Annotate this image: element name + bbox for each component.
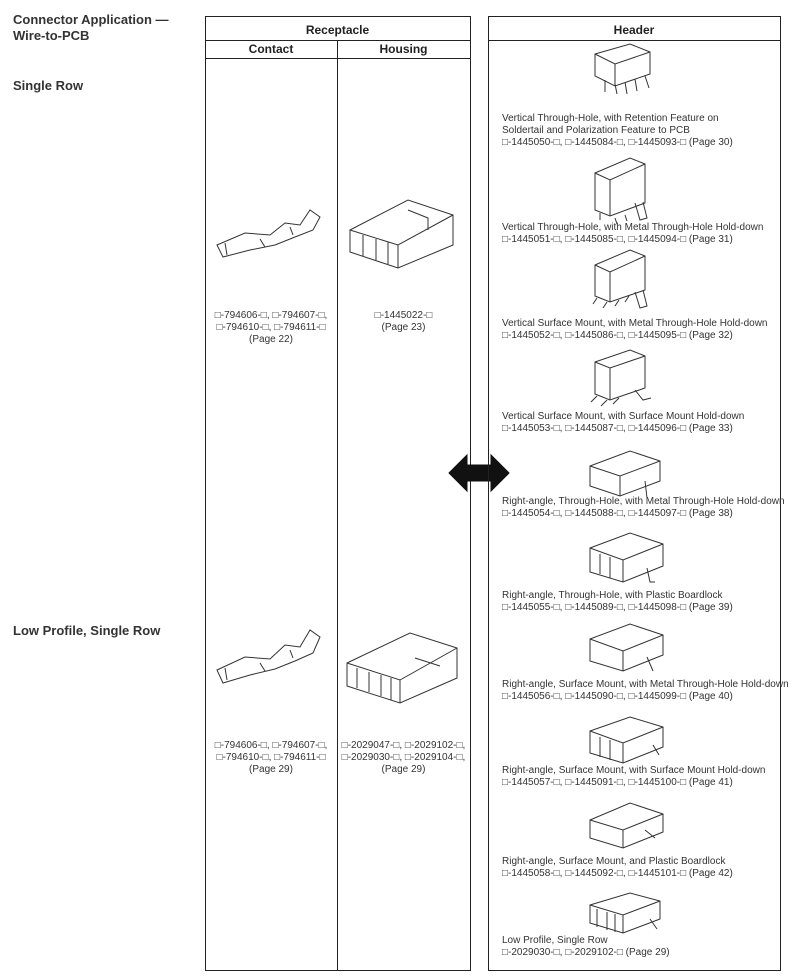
header-item-parts: □-1445057-□, □-1445091-□, □-1445100-□ (P… xyxy=(502,777,733,788)
header-connector-icon xyxy=(589,716,664,764)
header-item: Right-angle, Surface Mount, with Metal T… xyxy=(502,679,789,703)
page-ref: (Page 22) xyxy=(249,334,293,345)
divider xyxy=(488,40,780,41)
row-label-single-row: Single Row xyxy=(13,78,84,93)
page-ref: (Page 29) xyxy=(381,764,426,775)
part-line: □-794610-□, □-794611-□ xyxy=(216,752,326,763)
header-title: Header xyxy=(613,23,655,37)
header-item-description: Right-angle, Surface Mount, and Plastic … xyxy=(502,856,726,867)
low-profile-contact-parts: □-794606-□, □-794607-□,□-794610-□, □-794… xyxy=(205,740,337,776)
header-item-parts: □-1445054-□, □-1445088-□, □-1445097-□ (P… xyxy=(502,508,733,519)
contact-terminal-icon xyxy=(216,209,321,258)
header-item: Low Profile, Single Row□-2029030-□, □-20… xyxy=(502,935,787,959)
part-line: □-794606-□, □-794607-□, xyxy=(214,740,328,751)
header-item-description: Right-angle, Surface Mount, with Surface… xyxy=(502,765,766,776)
header-item-description-cont: Soldertail and Polarization Feature to P… xyxy=(502,125,690,136)
header-item: Vertical Surface Mount, with Surface Mou… xyxy=(502,411,787,435)
section-title-line2: Wire-to-PCB xyxy=(13,28,90,43)
contact-header: Contact xyxy=(248,42,294,56)
header-item-description: Vertical Through-Hole, with Retention Fe… xyxy=(502,113,719,124)
header-item-description: Vertical Surface Mount, with Surface Mou… xyxy=(502,411,745,422)
header-item-description: Vertical Through-Hole, with Metal Throug… xyxy=(502,222,764,233)
receptacle-table xyxy=(205,16,471,971)
section-title-line1: Connector Application — xyxy=(13,12,169,27)
part-line: □-2029047-□, □-2029102-□, xyxy=(341,740,466,751)
header-item: Right-angle, Through-Hole, with Metal Th… xyxy=(502,496,787,520)
header-connector-icon xyxy=(589,892,661,934)
part-line: □-1445022-□ xyxy=(374,310,433,321)
header-item: Vertical Surface Mount, with Metal Throu… xyxy=(502,318,787,342)
header-connector-icon xyxy=(594,43,651,95)
header-item-description: Right-angle, Through-Hole, with Plastic … xyxy=(502,590,723,601)
header-item-description: Right-angle, Through-Hole, with Metal Th… xyxy=(502,496,785,507)
header-connector-icon xyxy=(589,532,664,583)
header-connector-icon xyxy=(592,249,648,309)
header-item-parts: □-1445051-□, □-1445085-□, □-1445094-□ (P… xyxy=(502,234,733,245)
header-connector-icon xyxy=(589,802,664,849)
header-connector-icon xyxy=(594,157,648,225)
single-row-contact-parts: □-794606-□, □-794607-□,□-794610-□, □-794… xyxy=(205,310,337,346)
contact-terminal-icon xyxy=(216,629,321,684)
receptacle-title: Receptacle xyxy=(305,23,370,37)
header-connector-icon xyxy=(589,623,664,672)
section-title: Connector Application —Wire-to-PCB xyxy=(13,12,169,44)
housing-header: Housing xyxy=(379,42,428,56)
header-item-parts: □-1445056-□, □-1445090-□, □-1445099-□ (P… xyxy=(502,691,733,702)
double-arrow-icon xyxy=(448,453,510,493)
header-item-parts: □-1445052-□, □-1445086-□, □-1445095-□ (P… xyxy=(502,330,733,341)
part-line: □-794610-□, □-794611-□ xyxy=(216,322,326,333)
header-item-description: Low Profile, Single Row xyxy=(502,935,608,946)
header-connector-icon xyxy=(589,450,661,499)
header-item-parts: □-1445058-□, □-1445092-□, □-1445101-□ (P… xyxy=(502,868,733,879)
header-connector-icon xyxy=(590,349,652,407)
divider xyxy=(337,40,338,970)
low-profile-housing-parts: □-2029047-□, □-2029102-□,□-2029030-□, □-… xyxy=(337,740,470,776)
header-item-description: Vertical Surface Mount, with Metal Throu… xyxy=(502,318,768,329)
header-item: Vertical Through-Hole, with Metal Throug… xyxy=(502,222,787,246)
part-line: □-2029030-□, □-2029104-□, xyxy=(341,752,466,763)
header-item-parts: □-2029030-□, □-2029102-□ (Page 29) xyxy=(502,947,670,958)
housing-icon xyxy=(349,199,454,269)
housing-icon xyxy=(346,632,458,704)
header-item: Right-angle, Surface Mount, with Surface… xyxy=(502,765,787,789)
header-table xyxy=(488,16,781,971)
header-item: Right-angle, Surface Mount, and Plastic … xyxy=(502,856,787,880)
header-item: Right-angle, Through-Hole, with Plastic … xyxy=(502,590,787,614)
page-ref: (Page 23) xyxy=(381,322,426,333)
header-item-parts: □-1445055-□, □-1445089-□, □-1445098-□ (P… xyxy=(502,602,733,613)
single-row-housing-parts: □-1445022-□(Page 23) xyxy=(337,310,470,334)
header-item-parts: □-1445050-□, □-1445084-□, □-1445093-□ (P… xyxy=(502,137,733,148)
page-ref: (Page 29) xyxy=(249,764,293,775)
header-item-description: Right-angle, Surface Mount, with Metal T… xyxy=(502,679,789,690)
header-item-parts: □-1445053-□, □-1445087-□, □-1445096-□ (P… xyxy=(502,423,733,434)
part-line: □-794606-□, □-794607-□, xyxy=(214,310,328,321)
row-label-low-profile: Low Profile, Single Row xyxy=(13,623,161,638)
header-item: Vertical Through-Hole, with Retention Fe… xyxy=(502,113,787,149)
